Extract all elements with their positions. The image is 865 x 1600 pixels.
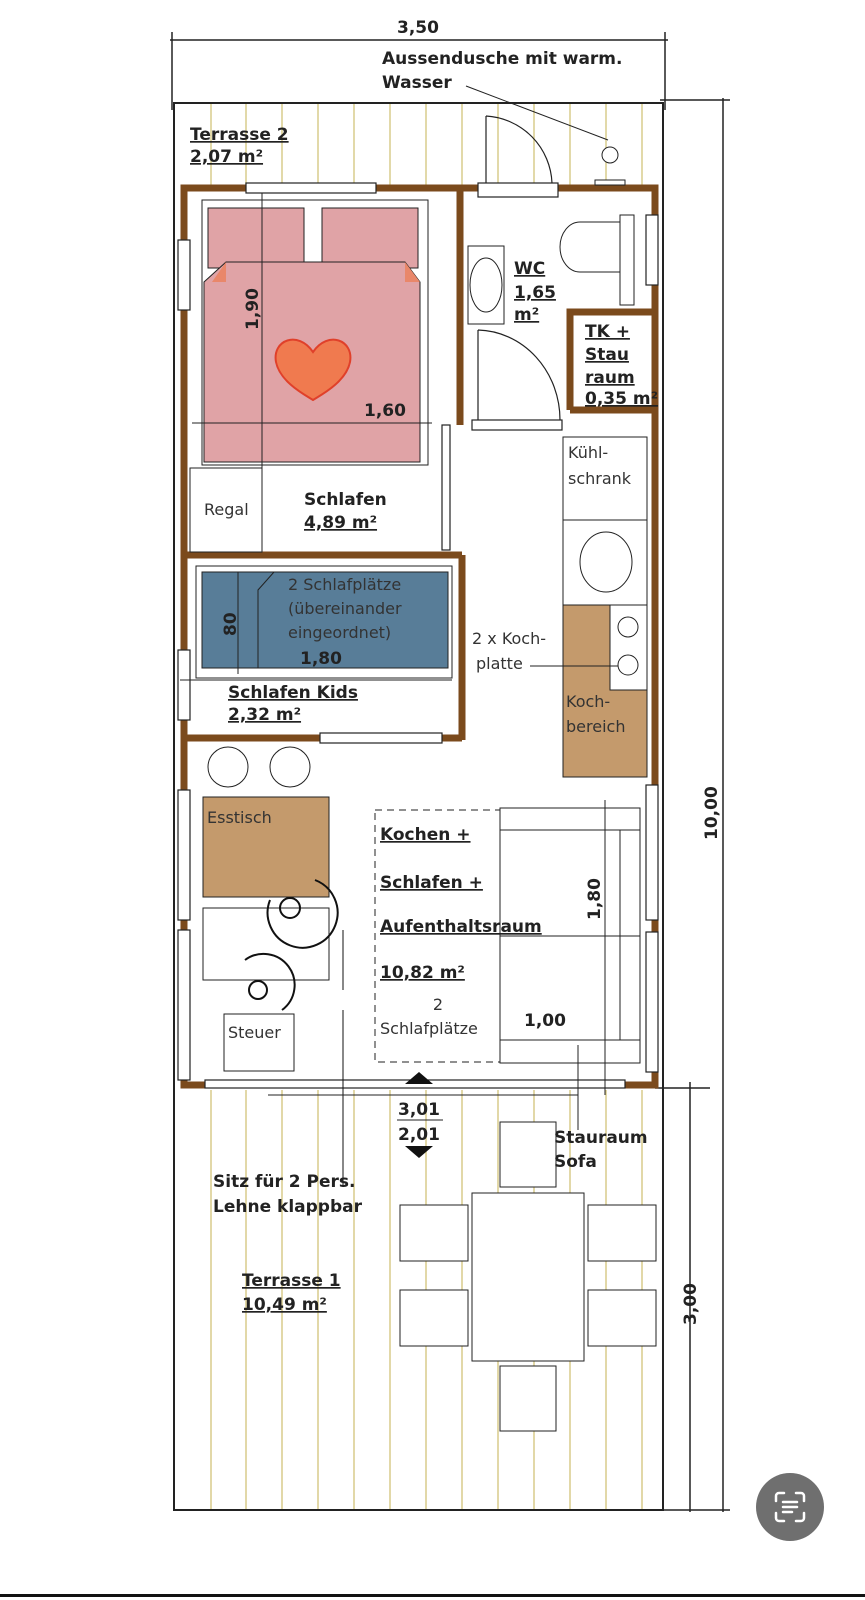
hob-icon — [617, 654, 639, 676]
stool — [207, 746, 249, 788]
bunk-length: 1,80 — [300, 649, 342, 669]
text-scan-button[interactable] — [756, 1473, 824, 1541]
tk-area: 0,35 m² — [585, 389, 658, 409]
terrace-1-area: 10,49 m² — [242, 1295, 327, 1315]
toilet — [559, 221, 622, 273]
sofa-storage-label-2: Sofa — [554, 1152, 597, 1172]
shower-label-2: Wasser — [382, 73, 452, 93]
main-room-label-3: Aufenthaltsraum — [380, 917, 542, 937]
tk-label-3: raum — [585, 368, 635, 388]
wc-area: 1,65 — [514, 283, 556, 303]
bedroom-name: Schlafen — [304, 490, 387, 510]
living-zone-outline — [374, 809, 501, 1063]
main-room-label-2: Schlafen + — [380, 873, 483, 893]
heart-icon — [274, 338, 352, 402]
wc-name: WC — [514, 259, 545, 279]
wc-area-unit: m² — [514, 305, 539, 325]
door-width-open: 3,01 — [398, 1100, 440, 1120]
bed-length: 1,90 — [243, 288, 263, 330]
sofa-storage-label-1: Stauraum — [554, 1128, 648, 1148]
dining-table — [202, 796, 330, 898]
length-dimension: 10,00 — [702, 786, 722, 840]
bunk-label-1: 2 Schlafplätze — [288, 575, 401, 594]
bedroom-area: 4,89 m² — [304, 513, 377, 533]
hob-label-2: platte — [476, 654, 523, 673]
tk-label-2: Stau — [585, 345, 629, 365]
shower-icon — [601, 146, 619, 164]
sofa-sleep-label-2: Schlafplätze — [380, 1019, 478, 1038]
seat-label-2: Lehne klappbar — [213, 1197, 363, 1217]
bed-width: 1,60 — [364, 401, 406, 421]
width-dimension: 3,50 — [397, 18, 439, 38]
sofa — [499, 800, 641, 1130]
steering-label: Steuer — [228, 1023, 281, 1042]
sink-icon — [579, 531, 633, 593]
sofa-length: 1,80 — [585, 878, 605, 920]
bunk-label-2: (übereinander — [288, 599, 402, 618]
wash-basin — [469, 257, 503, 313]
terrace-length-dimension: 3,00 — [681, 1283, 701, 1325]
swivel-seat-icons — [244, 879, 344, 1185]
dimension-lines — [170, 32, 730, 1512]
dining-table-label: Esstisch — [207, 808, 272, 827]
kids-room-name: Schlafen Kids — [228, 683, 358, 703]
tk-label-1: TK + — [585, 322, 630, 342]
shelf — [189, 467, 263, 553]
door-width-closed: 2,01 — [398, 1125, 440, 1145]
patio-table-set — [399, 1121, 657, 1432]
terrace-1-name: Terrasse 1 — [242, 1271, 341, 1291]
sofa-sleep-label-1: 2 — [433, 995, 443, 1014]
main-room-area: 10,82 m² — [380, 963, 465, 983]
terrace-2-deck — [210, 104, 643, 186]
shower-label: Aussendusche mit warm. — [382, 49, 622, 69]
steering-box — [223, 1013, 295, 1072]
bunk-beds — [180, 565, 453, 681]
terrace-2-area: 2,07 m² — [190, 147, 263, 167]
hob-label-1: 2 x Koch- — [472, 629, 546, 648]
bunk-width: 80 — [221, 612, 241, 636]
kitchen-counter — [530, 436, 648, 778]
hob-icon — [617, 616, 639, 638]
bottom-divider — [0, 1594, 865, 1597]
double-bed — [192, 193, 432, 472]
sofa-width: 1,00 — [524, 1011, 566, 1031]
terrace-2-name: Terrasse 2 — [190, 125, 289, 145]
text-scan-icon — [774, 1491, 806, 1523]
kids-room-area: 2,32 m² — [228, 705, 301, 725]
shelf-label: Regal — [204, 500, 249, 519]
fridge-label-2: schrank — [568, 469, 632, 488]
cooking-label-1: Koch- — [566, 692, 610, 711]
cooking-label-2: bereich — [566, 717, 625, 736]
bunk-label-3: eingeordnet) — [288, 623, 391, 642]
main-room-label-1: Kochen + — [380, 825, 471, 845]
fridge-label-1: Kühl- — [568, 443, 608, 462]
seat-bench — [202, 907, 330, 981]
seat-label-1: Sitz für 2 Pers. — [213, 1172, 356, 1192]
stool — [269, 746, 311, 788]
